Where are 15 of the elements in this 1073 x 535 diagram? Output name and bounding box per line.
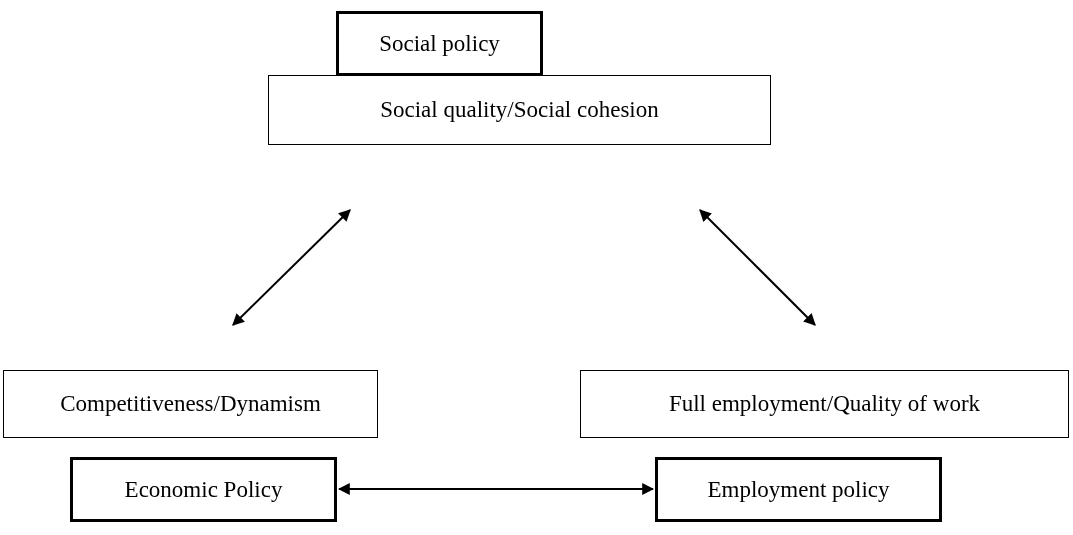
box-label: Economic Policy [124, 476, 283, 503]
policy-box [336, 11, 543, 76]
double-headed-arrow [232, 209, 351, 326]
concept-box [580, 370, 1069, 438]
box-label: Employment policy [707, 476, 890, 503]
box-label: Social policy [379, 30, 500, 57]
policy-box [70, 457, 337, 522]
box-label: Competitiveness/Dynamism [60, 391, 321, 417]
box-label: Full employment/Quality of work [668, 391, 981, 417]
policy-box [655, 457, 942, 522]
double-headed-arrow [337, 483, 655, 495]
concept-box [3, 370, 378, 438]
concept-box [268, 75, 771, 145]
box-label: Social quality/Social cohesion [380, 97, 659, 123]
double-headed-arrow [699, 209, 816, 326]
